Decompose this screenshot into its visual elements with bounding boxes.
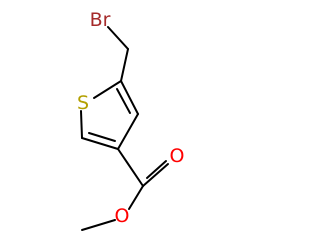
bond-ch2-c5	[120, 48, 129, 82]
ester-oxygen-label: O	[115, 205, 130, 227]
bonds	[80, 26, 169, 231]
bromine-label: Br	[90, 9, 111, 31]
atom-labels: Br S O O	[77, 9, 185, 227]
bond-carbonyl-o	[142, 163, 169, 187]
sulfur-label: S	[77, 92, 89, 114]
carbonyl-oxygen-label: O	[170, 145, 185, 167]
bond-s-c2	[80, 110, 83, 139]
bond-c4-c5-inner	[116, 88, 131, 114]
bond-c4-c5	[120, 80, 139, 115]
bond-ester-o-methyl	[81, 219, 116, 231]
bond-br-ch2	[107, 26, 129, 50]
bond-c3-carbonyl	[117, 148, 144, 187]
bond-c3-c4	[117, 113, 139, 150]
bond-carbonyl-o-inner	[146, 160, 167, 179]
bond-c2-c3-inner	[88, 132, 116, 142]
bond-c2-c3	[81, 137, 119, 150]
bond-carbonyl-ester-o	[128, 185, 144, 210]
bond-c5-s	[93, 80, 122, 99]
chemical-structure: Br S O O	[77, 9, 185, 231]
